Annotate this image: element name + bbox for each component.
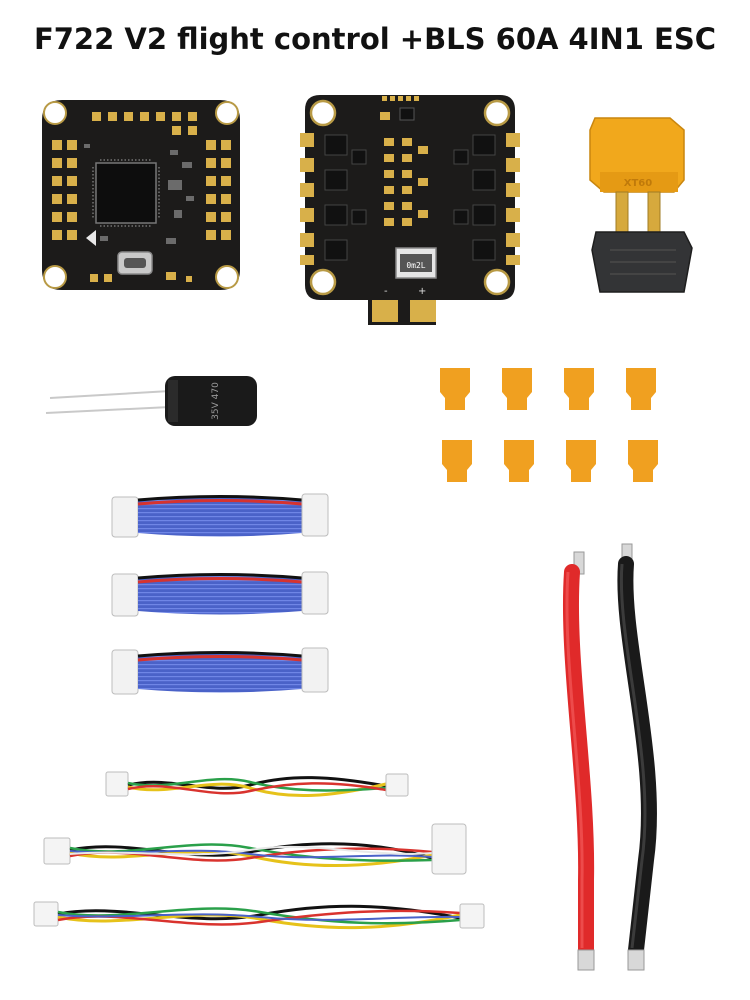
jumper — [626, 368, 656, 410]
cable-connector — [111, 649, 139, 695]
twisted-cable — [33, 901, 485, 930]
wire-tip — [627, 949, 645, 971]
negative-marking: - — [384, 286, 388, 297]
xt60-marking: XT60 — [624, 178, 652, 189]
4in1-esc-board: 0m2L - + — [300, 95, 520, 325]
ribbon-cable — [111, 493, 329, 538]
regulator-chip — [399, 107, 415, 121]
solder-pads-right — [206, 140, 231, 240]
cable-connector — [301, 493, 329, 537]
solder-pads-left — [52, 140, 77, 240]
cable-connector — [111, 573, 139, 617]
mount-hole — [43, 101, 67, 125]
mount-hole — [215, 101, 239, 125]
connector-pin — [647, 191, 661, 233]
jumper — [566, 440, 596, 482]
page-title: F722 V2 flight control +BLS 60A 4IN1 ESC — [33, 22, 717, 56]
connector-pin — [615, 191, 629, 233]
smd-components — [84, 144, 194, 244]
cable-connector — [459, 903, 485, 929]
svg-text:0m2L: 0m2L — [406, 261, 425, 270]
wire-tip — [577, 949, 595, 971]
electrolytic-capacitor: 35V 470 — [45, 376, 257, 426]
twisted-cable — [43, 823, 467, 875]
motor-pads-right — [506, 133, 520, 265]
mount-hole — [43, 265, 67, 289]
capacitor-lead — [49, 390, 171, 399]
cable-connector — [301, 647, 329, 693]
cable-connector — [431, 823, 467, 875]
mcu-chip — [95, 162, 157, 224]
solder-pads-top — [92, 112, 197, 135]
capacitor-lead — [45, 406, 171, 414]
mosfets — [324, 134, 496, 261]
arrow-marking — [86, 230, 96, 246]
black-power-wire — [617, 543, 657, 971]
cable-connector — [105, 771, 129, 797]
xt60-connector: XT60 — [589, 117, 693, 293]
jumper — [440, 368, 470, 410]
jumper — [564, 368, 594, 410]
cable-connector — [301, 571, 329, 615]
flight-controller-board — [42, 100, 240, 290]
capacitor-body — [165, 376, 257, 426]
mount-hole — [215, 265, 239, 289]
jumper — [502, 368, 532, 410]
positive-marking: + — [418, 286, 426, 297]
jumper — [628, 440, 658, 482]
jumper — [504, 440, 534, 482]
signal-pads — [380, 96, 419, 120]
mount-hole — [309, 268, 337, 296]
mount-hole — [483, 268, 511, 296]
capacitor-marking: 35V 470 — [211, 382, 221, 420]
cable-connector — [43, 837, 71, 865]
ribbon-cable — [111, 571, 329, 617]
red-power-wire — [562, 551, 595, 971]
cable-connector — [111, 496, 139, 538]
power-pads — [372, 300, 436, 322]
jumper-set — [440, 368, 658, 482]
mount-hole — [483, 99, 511, 127]
cable-connector — [385, 773, 409, 797]
motor-pads-left — [300, 133, 314, 265]
center-pads — [384, 138, 428, 226]
cable-connector — [33, 901, 59, 927]
mount-hole — [309, 99, 337, 127]
ribbon-cable — [111, 647, 329, 695]
solder-pads-bottom — [90, 272, 192, 282]
jumper — [442, 440, 472, 482]
twisted-cable — [105, 771, 409, 798]
chip-pins — [92, 159, 160, 227]
